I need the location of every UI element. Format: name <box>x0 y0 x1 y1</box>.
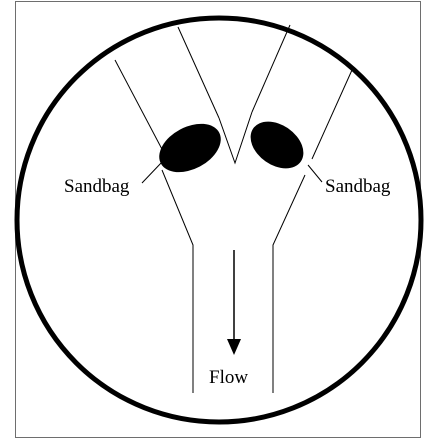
flow-arrow-head <box>227 339 241 355</box>
right-channel-outer-wall <box>312 70 352 159</box>
right-sandbag-leader <box>308 165 322 182</box>
left-channel-outer-wall <box>115 60 164 153</box>
right-sandbag-label: Sandbag <box>325 176 391 197</box>
right-sandbag <box>242 112 312 178</box>
left-converging-wall <box>162 170 193 393</box>
channel-divider <box>219 112 252 163</box>
right-channel-inner-wall <box>252 25 290 112</box>
right-converging-wall <box>273 175 305 393</box>
left-sandbag-leader <box>142 162 162 183</box>
left-sandbag-label: Sandbag <box>64 176 130 197</box>
enclosure-circle <box>17 18 421 422</box>
left-channel-inner-wall <box>178 27 219 118</box>
flow-label: Flow <box>209 367 248 388</box>
